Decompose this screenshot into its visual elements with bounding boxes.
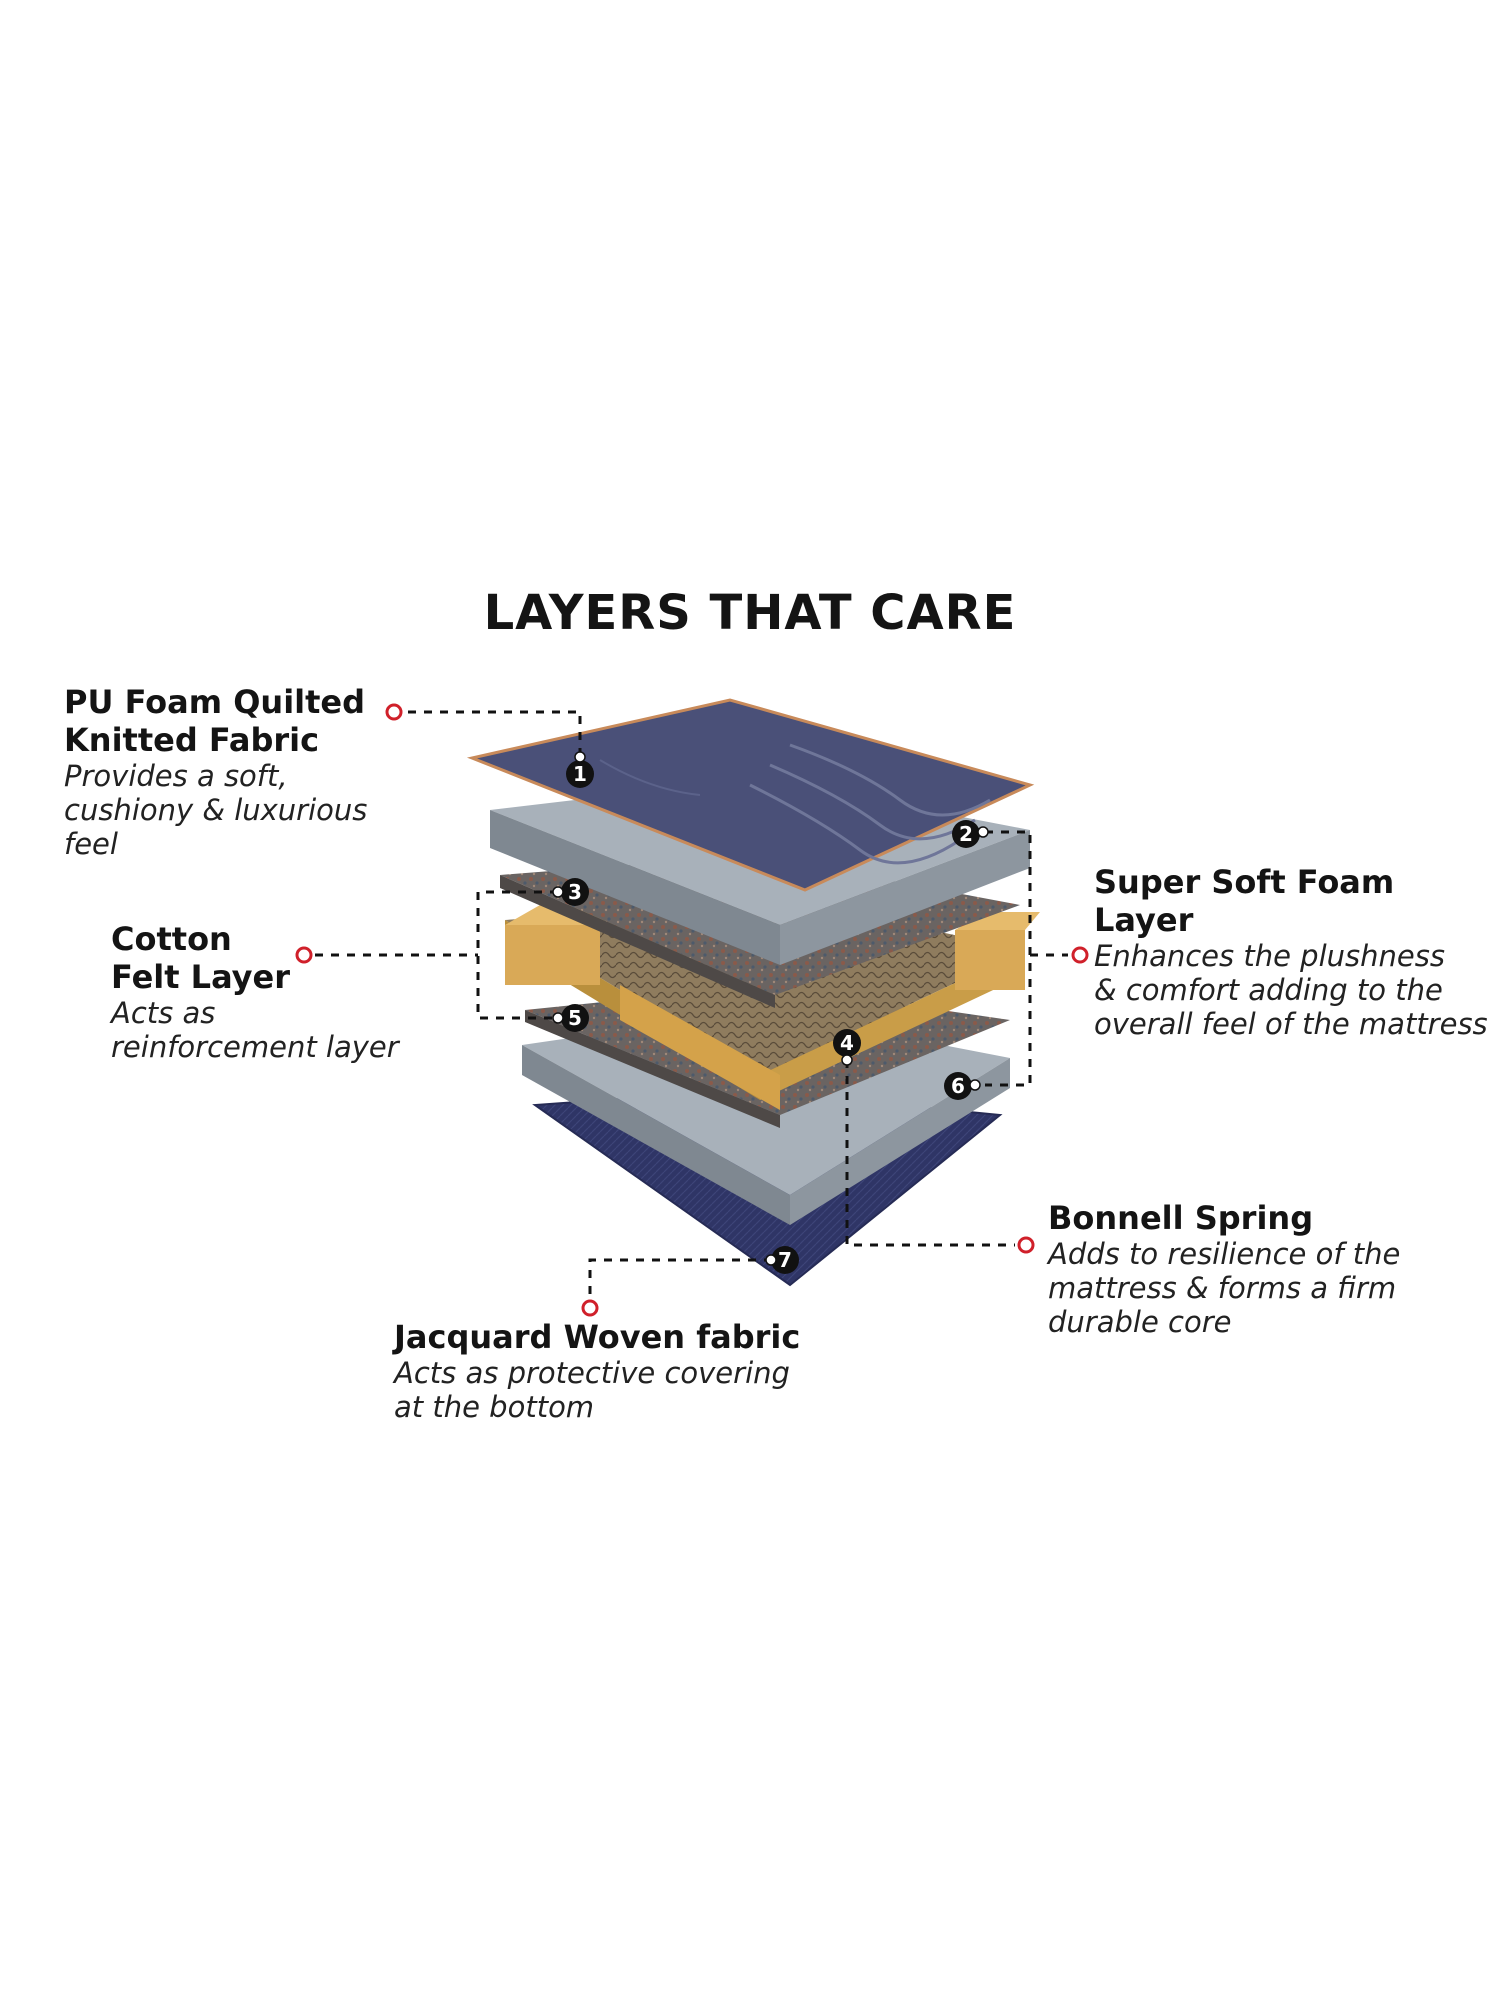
label-cotton-felt: Cotton Felt Layer Acts as reinforcement … — [111, 920, 399, 1064]
connector-2 — [985, 830, 1032, 1087]
label-pu-foam-fabric-title: PU Foam Quilted Knitted Fabric — [64, 683, 366, 759]
svg-text:7: 7 — [778, 1248, 792, 1272]
label-bonnell-spring: Bonnell Spring Adds to resilience of the… — [1048, 1199, 1400, 1339]
label-bonnell-spring-description: Adds to resilience of the mattress & for… — [1048, 1237, 1401, 1339]
badge-6: 6 — [944, 1072, 981, 1100]
marker-ring-3 — [295, 946, 313, 964]
badges: 1 2 3 4 5 6 7 — [552, 751, 989, 1274]
marker-ring-2 — [1071, 946, 1089, 964]
marker-ring-7 — [581, 1299, 599, 1317]
badge-2: 2 — [952, 820, 989, 848]
label-pu-foam-fabric: PU Foam Quilted Knitted Fabric Provides … — [64, 683, 367, 861]
label-cotton-felt-description: Acts as reinforcement layer — [111, 996, 399, 1064]
label-super-soft-foam-description: Enhances the plushness & comfort adding … — [1094, 939, 1488, 1041]
connector-7 — [588, 1258, 772, 1295]
svg-text:1: 1 — [573, 762, 587, 786]
svg-text:5: 5 — [568, 1006, 582, 1030]
page-title: LAYERS THAT CARE — [483, 585, 1017, 641]
label-super-soft-foam-title: Super Soft Foam Layer — [1094, 863, 1395, 939]
label-jacquard-woven-description: Acts as protective covering at the botto… — [394, 1356, 790, 1424]
badge-5: 5 — [552, 1004, 589, 1032]
label-bonnell-spring-title: Bonnell Spring — [1048, 1199, 1314, 1237]
label-jacquard-woven-title: Jacquard Woven fabric — [394, 1318, 801, 1356]
badge-3: 3 — [552, 878, 589, 906]
badge-1: 1 — [566, 751, 594, 788]
marker-ring-1 — [385, 703, 403, 721]
svg-text:4: 4 — [840, 1031, 854, 1055]
label-jacquard-woven: Jacquard Woven fabric Acts as protective… — [394, 1318, 800, 1424]
svg-text:3: 3 — [568, 880, 582, 904]
connector-3 — [476, 890, 558, 1020]
svg-text:6: 6 — [951, 1074, 965, 1098]
label-cotton-felt-title: Cotton Felt Layer — [111, 920, 291, 996]
label-super-soft-foam: Super Soft Foam Layer Enhances the plush… — [1094, 863, 1500, 1041]
label-pu-foam-fabric-description: Provides a soft, cushiony & luxurious fe… — [64, 759, 368, 861]
connectors — [315, 710, 1068, 1295]
svg-text:2: 2 — [959, 822, 973, 846]
badge-4: 4 — [833, 1029, 861, 1066]
marker-rings — [295, 703, 1089, 1317]
layer-1-pu-fabric — [466, 698, 1035, 892]
marker-ring-4 — [1017, 1236, 1035, 1254]
badge-7: 7 — [765, 1246, 799, 1274]
